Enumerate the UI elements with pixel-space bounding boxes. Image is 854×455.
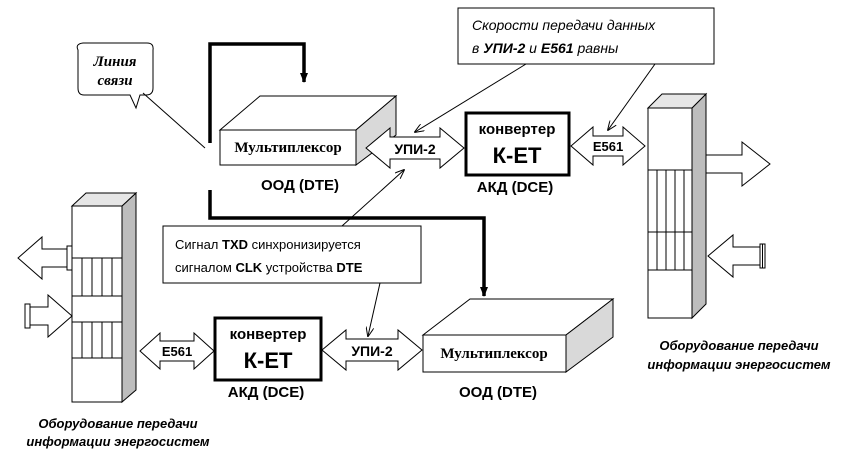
right-equipment-caption-1: Оборудование передачи (659, 338, 818, 353)
line-label-callout: Линия связи (76, 42, 206, 149)
speed-note-line-2: в УПИ-2 и E561 равны (472, 40, 619, 56)
bottom-converter: конвертер К-ЕТ (213, 316, 323, 382)
sync-note-line-2: сигналом CLK устройства DTE (175, 260, 363, 275)
bottom-converter-line1: конвертер (230, 326, 307, 343)
top-e561-arrow: E561 (570, 125, 646, 167)
sync-note-line-1-run: Сигнал (175, 237, 222, 252)
bottom-upi2-label: УПИ-2 (351, 343, 392, 359)
right-equipment-caption-2: информации энергосистем (647, 357, 831, 372)
speed-note-line-2-run: и (525, 40, 541, 56)
top-dce-caption: АКД (DCE) (477, 179, 554, 196)
sync-note-line-1-run: TXD (222, 237, 248, 252)
bottom-upi2-arrow: УПИ-2 (321, 328, 423, 372)
sync-note-line-1: Сигнал TXD синхронизируется (175, 237, 361, 252)
sync-note-line-2-run: сигналом (175, 260, 235, 275)
sync-note-line-2-run: DTE (336, 260, 362, 275)
bottom-multiplexer-label: Мультиплексор (440, 346, 547, 362)
line-label-pointer (142, 92, 206, 149)
sync-note-line-2-run: устройства (262, 260, 336, 275)
top-upi2-arrow: УПИ-2 (365, 126, 465, 170)
speed-note-line-2-run: УПИ-2 (483, 40, 525, 56)
bottom-e561-label: E561 (162, 344, 192, 359)
left-equipment-caption-2: информации энергосистем (26, 434, 210, 449)
sync-note-callout: Сигнал TXD синхронизируется сигналом CLK… (162, 170, 422, 336)
top-converter: конвертер К-ЕТ (464, 111, 571, 177)
bottom-dte-caption: ООД (DTE) (459, 384, 537, 401)
bottom-e561-arrow: E561 (139, 331, 215, 371)
speed-note-line-1-run: Скорости передачи данных (472, 17, 656, 33)
top-e561-label: E561 (593, 139, 623, 154)
right-input-arrow (707, 233, 766, 279)
left-equipment-caption-1: Оборудование передачи (38, 416, 197, 431)
left-input-arrow (24, 293, 73, 339)
top-upi2-label: УПИ-2 (394, 141, 435, 157)
left-equipment-rack (70, 191, 138, 404)
right-equipment-rack (646, 92, 708, 320)
top-dte-caption: ООД (DTE) (261, 177, 339, 194)
bottom-multiplexer: Мультиплексор (421, 297, 615, 373)
left-output-arrow (17, 235, 73, 281)
bottom-converter-line2: К-ЕТ (244, 348, 293, 373)
speed-note-line-1: Скорости передачи данных (472, 17, 656, 33)
communication-line-bottom (208, 190, 488, 297)
top-converter-line2: К-ЕТ (493, 143, 542, 168)
right-output-arrow (705, 140, 771, 188)
top-multiplexer-label: Мультиплексор (234, 140, 341, 156)
speed-note-line-2-run: E561 (541, 40, 574, 56)
speed-note-callout: Скорости передачи данных в УПИ-2 и E561 … (415, 7, 715, 132)
top-converter-line1: конвертер (479, 121, 556, 138)
sync-note-line-1-run: синхронизируется (248, 237, 361, 252)
communication-line-top (208, 42, 308, 143)
speed-note-line-2-run: в (472, 40, 483, 56)
line-label-text-2: связи (97, 73, 132, 89)
top-multiplexer: Мультиплексор (218, 94, 398, 166)
line-label-text-1: Линия (92, 54, 136, 70)
bottom-dce-caption: АКД (DCE) (228, 384, 305, 401)
speed-note-line-2-run: равны (574, 40, 619, 56)
sync-note-line-2-run: CLK (235, 260, 262, 275)
